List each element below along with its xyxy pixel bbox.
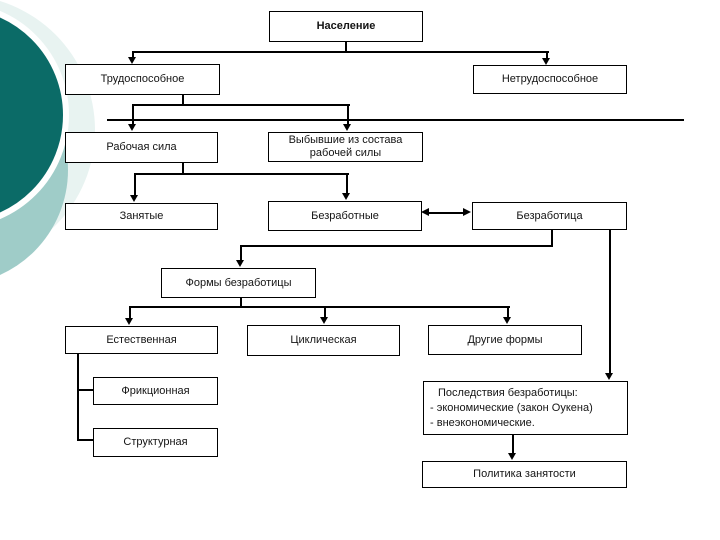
connector-line xyxy=(240,245,242,260)
node-label: Структурная xyxy=(123,436,188,448)
divider-line xyxy=(107,119,684,121)
node-label: Население xyxy=(316,20,376,32)
connector-line xyxy=(240,245,553,247)
connector-line xyxy=(551,230,553,246)
node-formy-bezrabotitsy: Формы безработицы xyxy=(161,268,316,298)
connector-line xyxy=(347,104,349,124)
node-label: Другие формы xyxy=(467,333,543,346)
node-estestvennaya: Естественная xyxy=(65,326,218,354)
arrowhead-down-icon xyxy=(343,124,351,131)
node-friktsionnaya: Фрикционная xyxy=(93,377,218,405)
connector-line xyxy=(182,95,184,105)
node-rabochaya-sila: Рабочая сила xyxy=(65,132,218,163)
node-tsiklicheskaya: Циклическая xyxy=(247,325,400,356)
node-naselenie: Население xyxy=(269,11,423,42)
arrowhead-down-icon xyxy=(125,318,133,325)
arrowhead-down-icon xyxy=(542,58,550,65)
node-drugie-formy: Другие формы xyxy=(428,325,582,355)
arrowhead-down-icon xyxy=(320,317,328,324)
node-label: Политика занятости xyxy=(473,468,576,480)
arrowhead-down-icon xyxy=(130,195,138,202)
connector-line xyxy=(77,354,79,441)
connector-line xyxy=(134,173,136,195)
arrowhead-down-icon xyxy=(503,317,511,324)
connector-line xyxy=(609,230,611,373)
connector-line xyxy=(345,42,347,52)
node-label: Трудоспособное xyxy=(100,73,185,85)
node-label: Нетрудоспособное xyxy=(501,73,599,85)
node-label: Безработные xyxy=(311,209,379,222)
connector-line xyxy=(134,173,349,175)
node-vybyvshie: Выбывшие из состава рабочей силы xyxy=(268,132,423,162)
node-label-line1: Последствия безработицы: xyxy=(438,386,578,399)
arrowhead-down-icon xyxy=(605,373,613,380)
node-label-line2: - экономические (закон Оукена) xyxy=(430,401,593,414)
connector-line xyxy=(132,104,350,106)
node-label-line1: Выбывшие из состава xyxy=(288,134,403,146)
node-strukturnaya: Структурная xyxy=(93,428,218,457)
connector-line xyxy=(546,51,548,58)
node-politika-zanyatosti: Политика занятости xyxy=(422,461,627,488)
connector-line xyxy=(129,306,131,318)
arrowhead-down-icon xyxy=(128,57,136,64)
node-bezrabotnye: Безработные xyxy=(268,201,422,231)
arrowhead-down-icon xyxy=(342,193,350,200)
node-trudosposobnoe: Трудоспособное xyxy=(65,64,220,95)
connector-line xyxy=(132,104,134,124)
connector-line xyxy=(507,306,509,317)
arrowhead-down-icon xyxy=(508,453,516,460)
node-netrudosposobnoe: Нетрудоспособное xyxy=(473,65,627,94)
node-bezrabotitsa: Безработица xyxy=(472,202,627,230)
node-posledstviya: Последствия безработицы: - экономические… xyxy=(423,381,628,435)
connector-line xyxy=(129,306,510,308)
node-label: Формы безработицы xyxy=(185,276,292,289)
connector-line xyxy=(182,163,184,174)
connector-line xyxy=(132,51,549,53)
node-label: Естественная xyxy=(106,333,177,346)
node-zanyatye: Занятые xyxy=(65,203,218,230)
arrowhead-left-icon xyxy=(421,208,429,216)
node-label: Рабочая сила xyxy=(106,141,177,153)
node-label: Циклическая xyxy=(290,334,357,346)
connector-line xyxy=(132,51,134,57)
connector-line xyxy=(512,435,514,453)
node-label-line2: рабочей силы xyxy=(309,147,382,159)
node-label: Фрикционная xyxy=(121,384,190,397)
connector-line xyxy=(77,439,94,441)
connector-line xyxy=(346,173,348,193)
connector-line xyxy=(77,389,94,391)
arrowhead-right-icon xyxy=(463,208,471,216)
node-label: Безработица xyxy=(516,209,583,222)
connector-line xyxy=(240,298,242,307)
arrowhead-down-icon xyxy=(128,124,136,131)
arrowhead-down-icon xyxy=(236,260,244,267)
connector-line xyxy=(324,306,326,317)
node-label-line3: - внеэкономические. xyxy=(430,416,535,429)
node-label: Занятые xyxy=(119,210,164,222)
connector-line xyxy=(429,212,463,214)
